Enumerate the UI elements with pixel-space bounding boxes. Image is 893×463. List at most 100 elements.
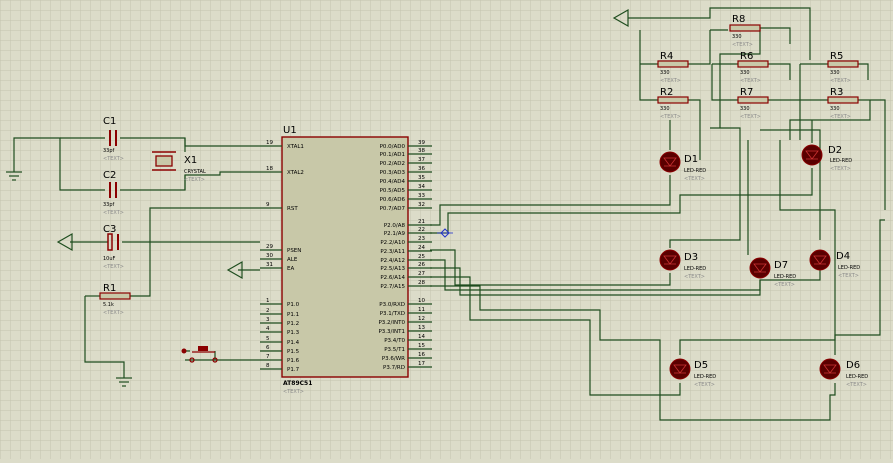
mcu-pin-5[interactable]: 5P1.4 bbox=[260, 336, 300, 346]
led-d2[interactable]: D2 LED-RED <TEXT> bbox=[801, 144, 852, 172]
pin-number: 18 bbox=[266, 166, 273, 172]
pin-name: P0.1/AD1 bbox=[380, 152, 405, 158]
pin-name: P3.1/TXD bbox=[380, 311, 405, 317]
pin-number: 10 bbox=[418, 298, 425, 304]
mcu-ref: U1 bbox=[283, 125, 297, 136]
mcu-right-pins: 39P0.0/AD038P0.1/AD137P0.2/AD236P0.3/AD3… bbox=[378, 140, 432, 371]
resistor-r4[interactable]: R4 330 <TEXT> bbox=[657, 51, 689, 84]
mcu-pin-6[interactable]: 6P1.5 bbox=[260, 345, 300, 355]
pin-name: P2.7/A15 bbox=[380, 284, 405, 290]
mcu-pin-7[interactable]: 7P1.6 bbox=[260, 354, 300, 364]
push-button-switch[interactable] bbox=[181, 346, 218, 363]
pin-number: 4 bbox=[266, 326, 270, 332]
pin-name: P3.2/INT0 bbox=[378, 320, 405, 326]
resistor-r6[interactable]: R6 330 <TEXT> bbox=[737, 51, 769, 84]
pin-number: 16 bbox=[418, 352, 425, 358]
r3-value: 330 bbox=[830, 106, 840, 112]
r4-value: 330 bbox=[660, 70, 670, 76]
power-arrow-ea bbox=[226, 260, 243, 280]
d7-value: LED-RED bbox=[774, 274, 796, 280]
resistor-r5[interactable]: R5 330 <TEXT> bbox=[827, 51, 859, 84]
led-d6[interactable]: D6 LED-RED <TEXT> bbox=[819, 358, 868, 388]
mcu-pin-2[interactable]: 2P1.1 bbox=[260, 308, 299, 318]
pin-number: 11 bbox=[418, 307, 425, 313]
x1-ref: X1 bbox=[184, 155, 197, 166]
r6-ref: R6 bbox=[740, 51, 753, 62]
led-d3[interactable]: D3 LED-RED <TEXT> bbox=[659, 249, 706, 280]
c1-ref: C1 bbox=[103, 116, 116, 127]
mcu-u1[interactable]: U1 AT89C51 <TEXT> 19XTAL118XTAL29RST29PS… bbox=[260, 125, 432, 395]
crystal-x1[interactable]: X1 CRYSTAL <TEXT> bbox=[152, 151, 206, 183]
pin-number: 25 bbox=[418, 254, 425, 260]
d4-ref: D4 bbox=[836, 251, 850, 262]
led-d1[interactable]: D1 LED-RED <TEXT> bbox=[659, 151, 706, 182]
led-d7[interactable]: D7 LED-RED <TEXT> bbox=[749, 257, 796, 288]
mcu-text: <TEXT> bbox=[283, 389, 304, 395]
mcu-pin-4[interactable]: 4P1.3 bbox=[260, 326, 300, 336]
wires bbox=[13, 7, 886, 421]
resistor-r3[interactable]: R3 330 <TEXT> bbox=[827, 87, 859, 120]
capacitor-c1[interactable]: C1 33pf <TEXT> bbox=[103, 116, 124, 162]
r3-ref: R3 bbox=[830, 87, 843, 98]
led-d4[interactable]: D4 LED-RED <TEXT> bbox=[809, 249, 860, 279]
pin-number: 22 bbox=[418, 227, 425, 233]
pin-number: 37 bbox=[418, 157, 425, 163]
r5-text: <TEXT> bbox=[830, 78, 851, 84]
resistor-r2[interactable]: R2 330 <TEXT> bbox=[657, 87, 689, 120]
capacitor-c3[interactable]: C3 10uF <TEXT> bbox=[103, 224, 124, 270]
mcu-pin-8[interactable]: 8P1.7 bbox=[260, 363, 300, 373]
mcu-pin-1[interactable]: 1P1.0 bbox=[260, 298, 300, 308]
r7-value: 330 bbox=[740, 106, 750, 112]
resistor-r1[interactable]: R1 5.1k <TEXT> bbox=[99, 283, 131, 316]
d6-ref: D6 bbox=[846, 360, 860, 371]
pin-name: P1.4 bbox=[287, 340, 300, 346]
pin-number: 8 bbox=[266, 363, 270, 369]
pin-number: 24 bbox=[418, 245, 425, 251]
resistor-r8[interactable]: R8 330 <TEXT> bbox=[729, 14, 761, 48]
selection-marker-icon[interactable] bbox=[440, 228, 450, 238]
pin-number: 31 bbox=[266, 262, 273, 268]
pin-name: P3.3/INT1 bbox=[378, 329, 405, 335]
led-d5[interactable]: D5 LED-RED <TEXT> bbox=[669, 358, 716, 388]
ground-bottom bbox=[116, 377, 132, 387]
mcu-pin-3[interactable]: 3P1.2 bbox=[260, 317, 299, 327]
c2-ref: C2 bbox=[103, 170, 116, 181]
pin-number: 32 bbox=[418, 202, 425, 208]
pin-name: P0.4/AD4 bbox=[380, 179, 406, 185]
d7-ref: D7 bbox=[774, 260, 788, 271]
capacitor-c2[interactable]: C2 33pf <TEXT> bbox=[103, 170, 124, 216]
resistor-r7[interactable]: R7 330 <TEXT> bbox=[737, 87, 769, 120]
